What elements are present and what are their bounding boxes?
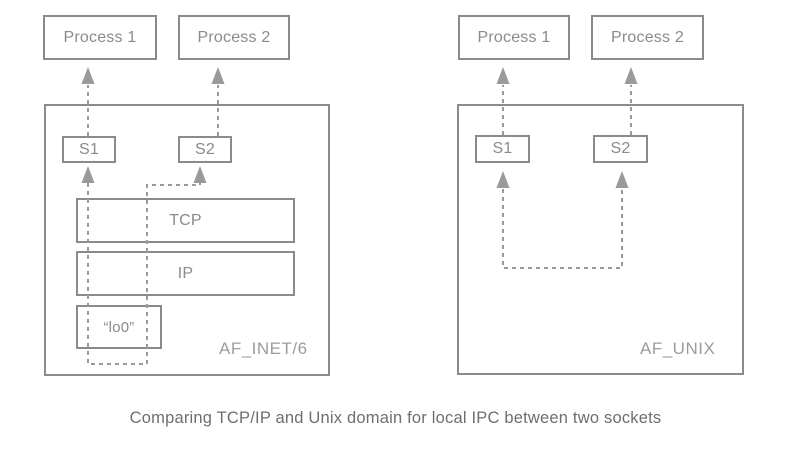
af-unix-label: AF_UNIX <box>640 339 716 358</box>
ip-layer-box: IP <box>76 251 295 296</box>
left-socket2-box: S2 <box>178 136 232 163</box>
right-process1-box: Process 1 <box>458 15 570 60</box>
left-process1-arrowhead-icon <box>81 67 95 84</box>
right-process2-arrowhead-icon <box>624 67 638 84</box>
left-process2-box: Process 2 <box>178 15 290 60</box>
right-socket2-box: S2 <box>593 135 648 163</box>
left-socket1-box: S1 <box>62 136 116 163</box>
left-process2-arrowhead-icon <box>211 67 225 84</box>
left-process1-box: Process 1 <box>43 15 157 60</box>
figure-caption: Comparing TCP/IP and Unix domain for loc… <box>129 409 662 427</box>
right-process2-box: Process 2 <box>591 15 704 60</box>
tcp-layer-box: TCP <box>76 198 295 243</box>
af-inet6-label: AF_INET/6 <box>219 339 308 358</box>
right-socket1-box: S1 <box>475 135 530 163</box>
right-process1-arrowhead-icon <box>496 67 510 84</box>
loopback-interface-box: “lo0” <box>76 305 162 349</box>
